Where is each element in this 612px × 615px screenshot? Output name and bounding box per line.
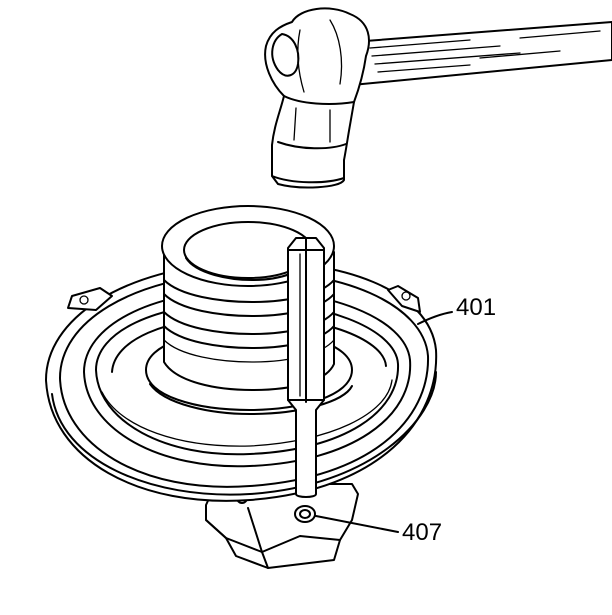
callout-407: 407 xyxy=(402,519,442,546)
hammer xyxy=(264,7,612,189)
flange-ear-left xyxy=(67,287,113,311)
hammer-cheek xyxy=(271,33,300,77)
hammer-head xyxy=(264,7,370,189)
leader-407 xyxy=(315,515,399,533)
leader-401 xyxy=(417,311,453,325)
handle-grain-lines xyxy=(369,30,601,73)
callout-401: 401 xyxy=(456,294,496,321)
punch-tool xyxy=(287,237,325,498)
housing-401 xyxy=(45,205,438,569)
check-ball-407 xyxy=(294,505,316,523)
hammer-handle xyxy=(351,21,612,86)
